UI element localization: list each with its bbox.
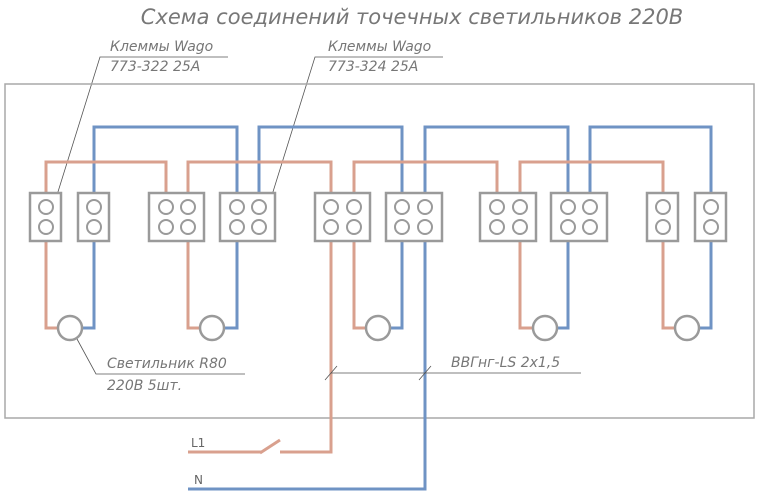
wago-4-terminal	[549, 191, 609, 243]
terminal-blocks	[28, 191, 728, 243]
lamps	[56, 314, 701, 342]
neutral-wires	[82, 125, 713, 491]
wago-label-2-name: Клеммы Wago	[328, 39, 431, 55]
cable-label: ВВГнг-LS 2х1,5	[451, 355, 560, 371]
wago-label-2-model: 773-324 25A	[328, 59, 418, 75]
lamp-icon	[364, 314, 392, 342]
lamp-icon	[56, 314, 84, 342]
lamp-label-model: Светильник R80	[107, 356, 227, 372]
leader-line	[56, 56, 228, 196]
diagram-title: Схема соединений точечных светильников 2…	[141, 5, 683, 29]
neutral-label: N	[194, 473, 203, 487]
lamp-label-count: 220В 5шт.	[107, 378, 182, 394]
leader-line	[271, 56, 443, 196]
wago-4-terminal	[147, 191, 206, 243]
wago-2-terminal	[28, 191, 63, 243]
wago-4-terminal	[313, 191, 372, 243]
wago-label-1-model: 773-322 25A	[110, 59, 200, 75]
phase-label: L1	[191, 436, 205, 450]
wago-label-1-name: Клеммы Wago	[110, 39, 213, 55]
wago-2-terminal	[76, 191, 111, 243]
wago-4-terminal	[218, 191, 277, 243]
wago-label-1: Клеммы Wago 773-322 25A	[56, 39, 228, 196]
phase-wires	[44, 160, 675, 455]
wago-4-terminal	[384, 191, 444, 243]
leader-line	[324, 365, 581, 381]
wago-label-2: Клеммы Wago 773-324 25A	[271, 39, 443, 196]
wago-4-terminal	[478, 191, 538, 243]
wago-2-terminal	[645, 191, 680, 243]
lamp-icon	[198, 314, 226, 342]
switch-icon	[259, 438, 281, 455]
enclosure-frame	[4, 83, 755, 419]
leader-line	[76, 338, 245, 375]
lamp-icon	[531, 314, 559, 342]
lamp-icon	[673, 314, 701, 342]
wago-2-terminal	[693, 191, 728, 243]
